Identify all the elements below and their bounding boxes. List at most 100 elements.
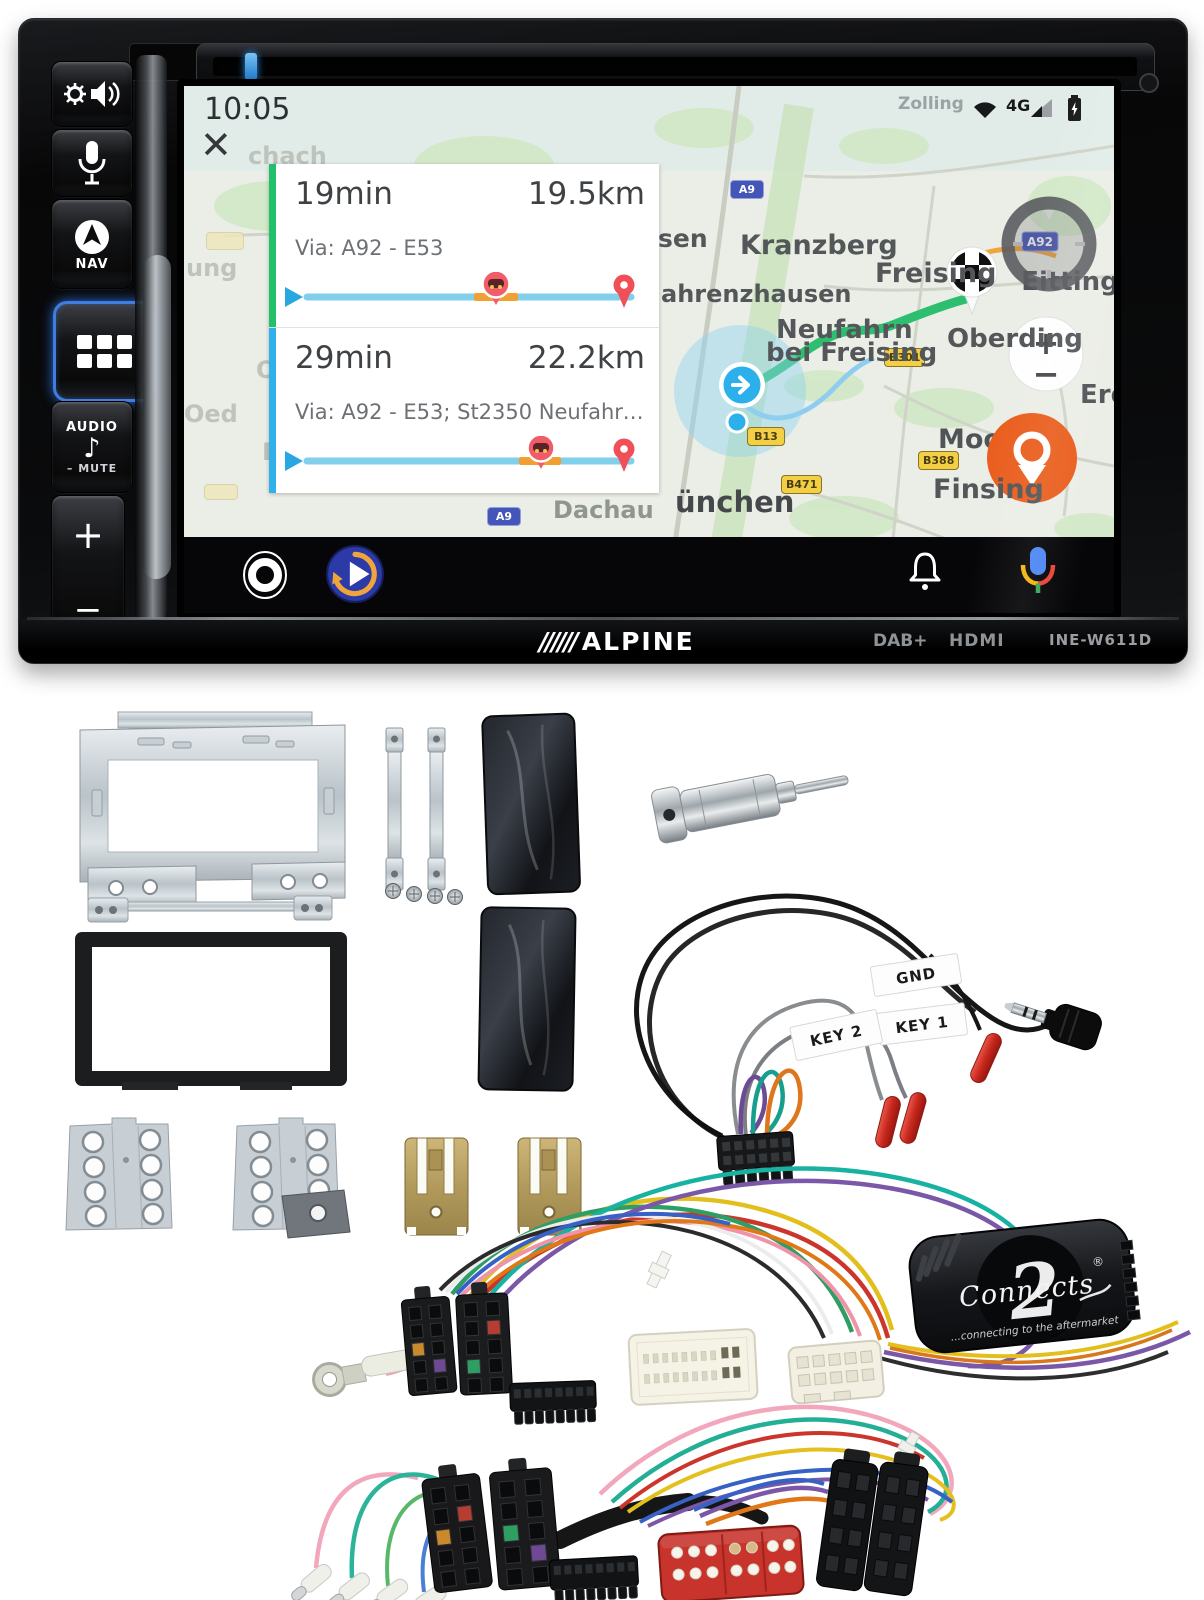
route-progress-bar [285,272,635,308]
current-location-puck [674,325,806,457]
iso-connector-a [400,1285,458,1396]
route-progress-bar [285,436,635,472]
active-route-line [739,294,971,393]
route-options-panel: 19min 19.5km Via: A92 - E53 [269,164,659,493]
radio-harness-wires [385,1166,1192,1381]
zoom-in-label: + [1033,324,1060,362]
screws [385,883,463,905]
hdmi-badge: HDMI [949,631,1005,651]
alpine-logo: //////ALPINE [539,627,695,656]
map-label: Finsing [933,474,1044,505]
route-via: Via: A92 - E53 [295,236,444,260]
iso-male-connector [816,1448,929,1597]
removal-key-1 [404,1137,469,1236]
route-duration: 19min [295,176,393,212]
shield-b388: B388 [918,451,960,470]
map-label: Dachau [553,496,654,524]
nav-button[interactable]: NAV [51,199,133,289]
volume-up-label[interactable]: + [72,512,104,557]
close-icon[interactable]: ✕ [200,123,232,167]
nav-label: NAV [75,256,109,272]
key1-tag: KEY 1 [876,1002,968,1046]
nav-arrow-icon [75,219,109,254]
map-label: Oberding [947,324,1083,354]
ring-terminal [312,1349,414,1397]
small-bracket [281,1189,351,1239]
route-accent-green [269,164,276,327]
harness-16pin [509,1380,597,1425]
harness-16pin-2 [548,1555,639,1600]
mini-iso-connector [657,1524,805,1600]
antenna-adapter [651,773,849,844]
iso-connector-b [455,1281,513,1396]
map-area-label: Zolling [898,94,964,114]
route-distance: 22.2km [527,340,645,376]
map-label: ung [186,254,238,282]
side-trim-piece-2 [477,906,577,1092]
voice-assistant-mic-icon[interactable] [1017,543,1059,599]
apps-grid-icon [76,335,132,368]
map-label: ünchen [675,485,795,519]
head-unit: NAV AUDIO ♪ – MUTE + − //////ALPINE [18,18,1188,665]
zoom-out-label: − [1033,355,1060,393]
support-straps [385,727,446,891]
network-type-label: 4G [1006,96,1031,115]
route-duration: 29min [295,340,393,376]
app-bar [184,537,1114,613]
map-label: sen [658,224,708,253]
key2-tag: KEY 2 [789,1009,883,1061]
audio-mute-button[interactable]: AUDIO ♪ – MUTE [51,401,133,493]
alt-route-line [742,355,875,421]
faded-shield [204,484,238,500]
battery-charging-icon [1068,95,1081,121]
map-label: Oed [184,400,238,428]
gnd-tag: GND [869,953,963,997]
disc-indicator-led [245,53,257,80]
clock: 10:05 [204,92,291,127]
bullet-connectors [875,1033,1002,1148]
voice-button[interactable] [51,129,133,197]
touchscreen[interactable]: A92 Eitting Moosinn + − [184,86,1114,613]
white-connector-small [787,1339,885,1405]
front-lower-strip: //////ALPINE DAB+ HDMI INE-W611D [19,617,1187,663]
route-option-1[interactable]: 19min 19.5km Via: A92 - E53 [269,164,659,327]
eject-button[interactable] [1139,73,1159,93]
gear-speaker-icon [64,81,120,107]
chrome-accent-bright [143,254,171,580]
map-canvas[interactable]: A92 Eitting Moosinn + − [184,86,1114,613]
home-button[interactable] [241,549,289,601]
route-accent-blue [269,328,276,493]
route-option-2[interactable]: 29min 22.2km Via: A92 - E53; St2350 Neuf… [269,327,659,493]
iso-connector-c [421,1464,493,1594]
route-via: Via: A92 - E53; St2350 Neufahrn… [295,400,645,424]
shield-b13: B13 [747,427,785,446]
fascia-frame [75,932,347,1090]
faded-shield [206,232,244,250]
dab-badge: DAB+ [873,631,928,651]
swc-interface-box: 2 Connects ® ...connecting to the afterm… [908,1218,1141,1354]
map-label: Kranzberg [740,230,898,261]
side-bracket-1 [65,1117,173,1231]
zoom-button[interactable]: + − [1008,316,1084,393]
connects2-number: 2 [1004,1246,1065,1337]
notifications-bell-icon[interactable] [905,548,945,596]
setup-sound-button[interactable] [51,61,133,127]
registered-mark: ® [1091,1254,1104,1269]
media-app-icon[interactable] [324,543,386,605]
shield-a9-south: A9 [487,507,521,526]
microphone-icon [78,141,106,185]
compass-button[interactable] [1001,196,1097,292]
side-trim-piece-1 [481,712,581,896]
shield-b471: B471 [781,475,823,494]
map-label: Neufahrn [776,315,913,345]
locate-me-button[interactable] [987,413,1077,503]
destination-flag-pin [946,246,998,316]
audio-label: AUDIO [66,419,118,435]
swc-patch-lead: GND KEY 1 KEY 2 [634,893,1102,1186]
model-label: INE-W611D [1049,631,1153,649]
route-distance: 19.5km [527,176,645,212]
map-label: ahrenzhausen [661,280,852,308]
shield-a92: A92 [1021,231,1059,252]
map-label: bei Freising [766,338,938,368]
